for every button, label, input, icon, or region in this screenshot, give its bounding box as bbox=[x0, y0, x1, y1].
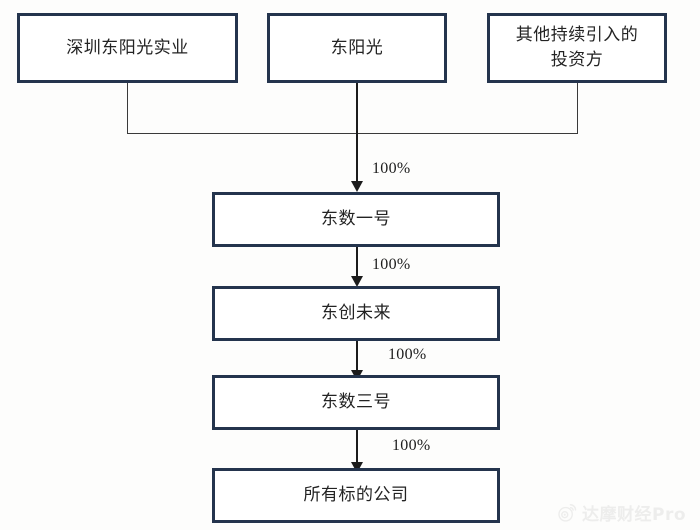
node-label: 其他持续引入的 投资方 bbox=[515, 25, 639, 69]
node-label: 东数一号 bbox=[321, 209, 391, 229]
node-label: 东数三号 bbox=[321, 392, 391, 412]
node-label: 东创未来 bbox=[321, 303, 391, 323]
node-dongchuang-weilai[interactable]: 东创未来 bbox=[212, 286, 500, 341]
connector-yihao-to-weilai bbox=[356, 247, 358, 277]
weibo-logo-icon bbox=[556, 502, 577, 523]
node-dongshu-sanhao[interactable]: 东数三号 bbox=[212, 375, 500, 430]
edge-label-sanhao-to-targets: 100% bbox=[392, 437, 431, 454]
node-shenzhen-dongyangguang-shiye[interactable]: 深圳东阳光实业 bbox=[17, 13, 238, 83]
connector-drop-other-investors bbox=[577, 83, 578, 134]
node-label: 深圳东阳光实业 bbox=[66, 37, 189, 57]
arrowhead-to-dongchuang-weilai bbox=[351, 276, 363, 287]
node-all-target-companies[interactable]: 所有标的公司 bbox=[212, 468, 500, 523]
node-other-investors[interactable]: 其他持续引入的 投资方 bbox=[487, 13, 667, 83]
connector-sanhao-to-targets bbox=[356, 430, 358, 463]
node-dongshu-yihao[interactable]: 东数一号 bbox=[212, 192, 500, 247]
connector-drop-shenzhen bbox=[127, 83, 128, 134]
watermark: 达摩财经Pro bbox=[556, 500, 686, 525]
node-label: 东阳光 bbox=[330, 37, 384, 57]
connector-horizontal-bus bbox=[127, 133, 578, 134]
edge-label-yihao-to-weilai: 100% bbox=[372, 256, 411, 273]
edge-label-top-to-dongshu-yihao: 100% bbox=[372, 160, 411, 177]
node-label: 所有标的公司 bbox=[303, 485, 409, 505]
connector-trunk-to-dongshu-yihao bbox=[356, 83, 358, 181]
arrowhead-to-dongshu-yihao bbox=[351, 181, 363, 192]
node-dongyangguang[interactable]: 东阳光 bbox=[267, 13, 447, 83]
arrowhead-to-all-target-companies bbox=[351, 462, 363, 473]
watermark-text: 达摩财经Pro bbox=[582, 505, 687, 525]
connector-weilai-to-sanhao bbox=[356, 341, 358, 371]
edge-label-weilai-to-sanhao: 100% bbox=[388, 346, 427, 363]
